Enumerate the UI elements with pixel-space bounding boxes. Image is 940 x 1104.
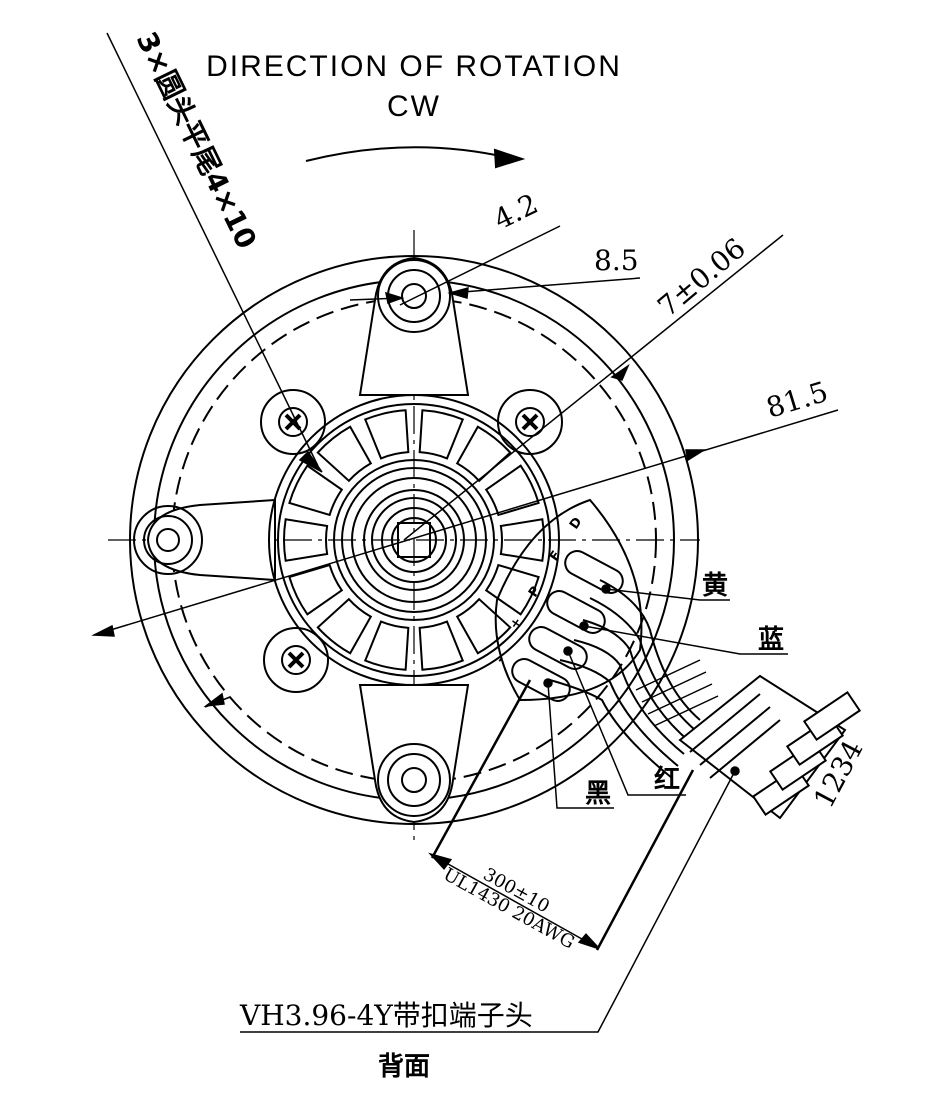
stator-slots — [283, 409, 545, 671]
stator-slot — [363, 620, 410, 671]
stator-slot — [418, 620, 465, 671]
wire-bundle — [549, 579, 719, 779]
stator-slot — [283, 518, 329, 562]
rotation-arrow — [305, 146, 526, 169]
dim-4-2-leader — [349, 225, 561, 306]
wire-label-yellow: 黄 — [702, 571, 728, 601]
rotation-direction: CW — [387, 90, 441, 123]
dim-shaft-leader — [403, 234, 784, 541]
wire-label-red: 红 — [654, 764, 680, 795]
bottom-mount-boss — [377, 743, 451, 817]
mounting-flange — [146, 256, 470, 824]
stator-slot — [455, 425, 512, 483]
stator-slot — [288, 464, 344, 517]
stator-slot — [363, 409, 410, 460]
stator-slot — [499, 518, 545, 562]
stator-slot — [418, 409, 465, 460]
stator-slot — [316, 425, 373, 483]
wire-label-blue: 蓝 — [758, 625, 784, 655]
stator-slot — [288, 563, 344, 616]
terminal-label-plus: + — [507, 615, 526, 633]
wire-label-black: 黑 — [585, 779, 611, 809]
dim-pcd-leader — [91, 409, 839, 708]
dim-lead-length — [428, 679, 695, 951]
connector-body — [678, 674, 862, 820]
terminal-board — [494, 498, 643, 702]
connector-spec: VH3.96-4Y带扣端子头 — [239, 999, 533, 1032]
stator-ring — [268, 394, 560, 686]
screw-upper-left — [260, 389, 326, 455]
terminal-label-f: F — [547, 548, 564, 564]
dim-boss-dia: 8.5 — [594, 244, 639, 277]
stator-slot — [455, 597, 512, 655]
dim-pcd: 81.5 — [762, 375, 831, 425]
screw-note-leader — [106, 32, 323, 473]
terminal-label-d: D — [567, 515, 586, 533]
wire-leaders — [240, 584, 788, 1033]
screw-upper-right — [497, 389, 563, 455]
stator-slot — [484, 563, 540, 616]
dim-8-5-leader — [447, 277, 641, 299]
dim-shaft-dia: 7±0.06 — [651, 231, 752, 323]
view-label: 背面 — [378, 1052, 430, 1082]
dim-hole-dia: 4.2 — [489, 187, 543, 236]
rotation-title: DIRECTION OF ROTATION — [206, 50, 622, 83]
screw-lower-left — [263, 627, 329, 693]
stator-slot — [316, 597, 373, 655]
left-mount-boss — [133, 505, 203, 575]
stator-slot — [484, 464, 540, 517]
rotor-hub — [341, 467, 487, 613]
